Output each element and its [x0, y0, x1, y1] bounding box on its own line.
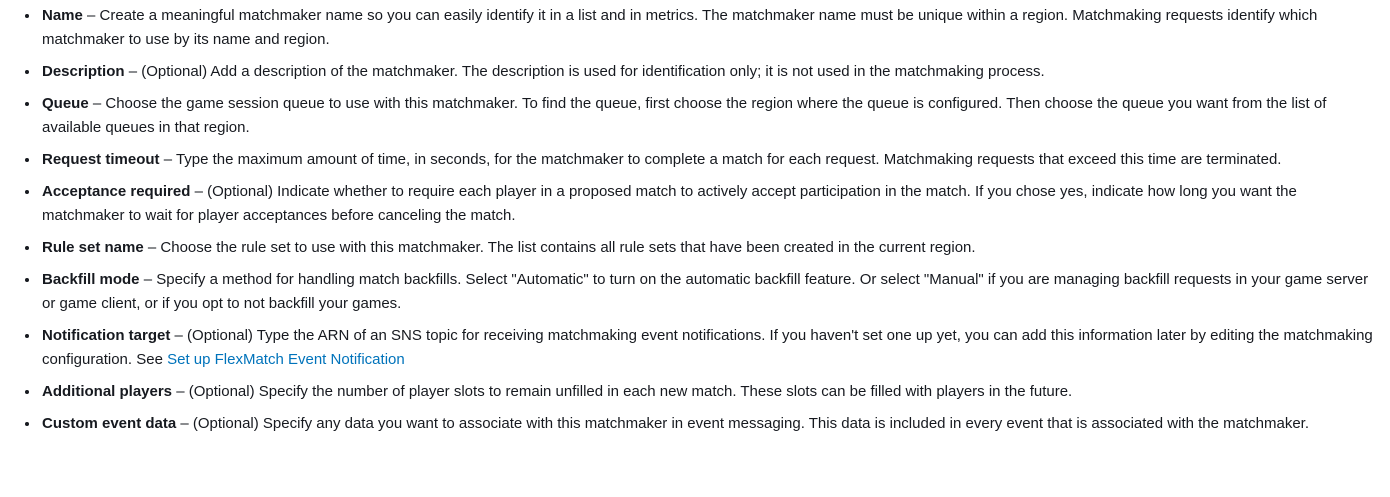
- matchmaker-settings-list: Name – Create a meaningful matchmaker na…: [0, 4, 1375, 436]
- setting-term: Queue: [42, 95, 89, 112]
- setting-description: (Optional) Add a description of the matc…: [141, 63, 1045, 80]
- term-dash: –: [163, 151, 173, 168]
- list-item-notification-target: Notification target – (Optional) Type th…: [0, 324, 1375, 372]
- setting-term: Rule set name: [42, 239, 144, 256]
- setting-description: (Optional) Indicate whether to require e…: [42, 183, 1297, 224]
- list-item-custom-event-data: Custom event data – (Optional) Specify a…: [0, 412, 1375, 436]
- list-item-description: Description – (Optional) Add a descripti…: [0, 60, 1375, 84]
- setting-description-before-link: (Optional) Type the ARN of an SNS topic …: [42, 327, 1373, 368]
- setting-description: (Optional) Specify the number of player …: [188, 383, 1073, 400]
- term-dash: –: [194, 183, 203, 200]
- list-item-name: Name – Create a meaningful matchmaker na…: [0, 4, 1375, 52]
- list-item-rule-set-name: Rule set name – Choose the rule set to u…: [0, 236, 1375, 260]
- term-dash: –: [174, 327, 183, 344]
- setting-description: Create a meaningful matchmaker name so y…: [42, 7, 1318, 48]
- list-item-queue: Queue – Choose the game session queue to…: [0, 92, 1375, 140]
- setting-description: Choose the game session queue to use wit…: [42, 95, 1327, 136]
- term-dash: –: [147, 239, 157, 256]
- setting-term: Backfill mode: [42, 271, 140, 288]
- setting-term: Acceptance required: [42, 183, 191, 200]
- flexmatch-event-notification-link[interactable]: Set up FlexMatch Event Notification: [167, 351, 405, 368]
- setting-term: Notification target: [42, 327, 171, 344]
- setting-description: Type the maximum amount of time, in seco…: [175, 151, 1282, 168]
- term-dash: –: [128, 63, 138, 80]
- term-dash: –: [87, 7, 96, 24]
- setting-term: Custom event data: [42, 415, 177, 432]
- term-dash: –: [143, 271, 153, 288]
- setting-term: Request timeout: [42, 151, 160, 168]
- setting-description: (Optional) Specify any data you want to …: [192, 415, 1310, 432]
- setting-description: Choose the rule set to use with this mat…: [160, 239, 976, 256]
- list-item-acceptance-required: Acceptance required – (Optional) Indicat…: [0, 180, 1375, 228]
- setting-term: Additional players: [42, 383, 173, 400]
- setting-term: Name: [42, 7, 83, 24]
- setting-term: Description: [42, 63, 125, 80]
- term-dash: –: [180, 415, 189, 432]
- term-dash: –: [92, 95, 102, 112]
- documentation-body: Name – Create a meaningful matchmaker na…: [0, 4, 1375, 436]
- list-item-request-timeout: Request timeout – Type the maximum amoun…: [0, 148, 1375, 172]
- list-item-backfill-mode: Backfill mode – Specify a method for han…: [0, 268, 1375, 316]
- setting-description: Specify a method for handling match back…: [42, 271, 1369, 312]
- list-item-additional-players: Additional players – (Optional) Specify …: [0, 380, 1375, 404]
- term-dash: –: [176, 383, 185, 400]
